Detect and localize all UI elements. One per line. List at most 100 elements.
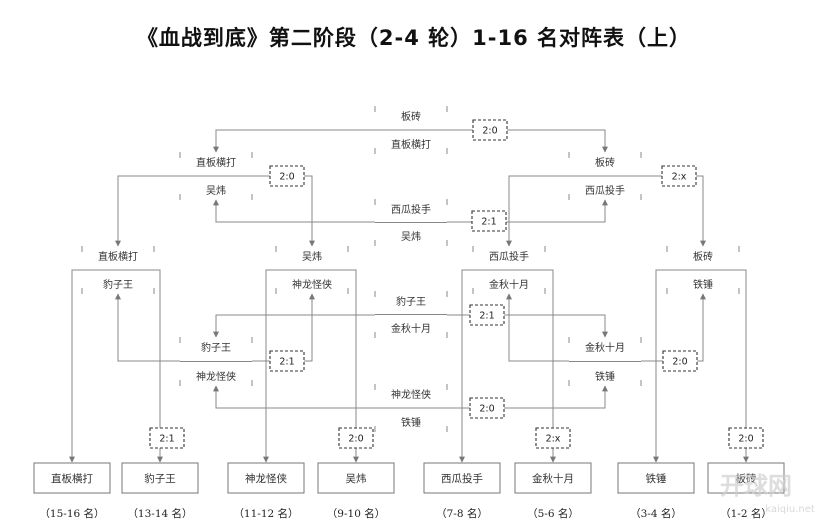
score-box [661, 165, 697, 187]
match-player-top: 直板横打 [196, 156, 236, 169]
placement-box [227, 462, 305, 494]
score-box [149, 427, 185, 449]
connector-arrow [459, 269, 473, 463]
connector-arrow [213, 314, 375, 338]
match-player-top: 西瓜投手 [391, 203, 431, 216]
connector-arrow [447, 199, 608, 223]
match-player-bottom: 吴炜 [401, 230, 421, 243]
match-player-bottom: 神龙怪侠 [196, 370, 236, 383]
score-label: 2:0 [672, 357, 687, 368]
connector-arrow [506, 175, 569, 247]
score-label: 2:x [546, 434, 561, 445]
placement-box [121, 462, 199, 494]
match-player-bottom: 吴炜 [206, 184, 226, 197]
score-box [471, 210, 507, 232]
score-label: 2:0 [279, 172, 294, 183]
match-frame [374, 291, 448, 338]
placement-player: 金秋十月 [532, 472, 574, 485]
score-label: 2:1 [479, 311, 494, 322]
match-player-bottom: 铁锤 [401, 416, 421, 429]
placement-rank: （9-10 名） [327, 507, 385, 520]
connector-arrow [263, 269, 276, 463]
match-player-top: 吴炜 [302, 250, 322, 263]
match-player-top: 西瓜投手 [489, 250, 529, 263]
match-player-top: 金秋十月 [585, 341, 625, 354]
match-player-bottom: 直板横打 [391, 138, 431, 151]
score-box [469, 304, 505, 326]
score-box [728, 427, 764, 449]
connector-arrow [213, 385, 375, 409]
connector-arrow [213, 199, 375, 223]
placement-player: 板砖 [736, 472, 757, 485]
placement-rank: （5-6 名） [527, 507, 579, 520]
watermark-logo: 开球网 [720, 472, 792, 500]
match-frame [568, 337, 642, 386]
placement-rank: （15-16 名） [39, 507, 104, 520]
placement-box [707, 462, 785, 494]
score-box [469, 397, 505, 419]
placement-box [514, 462, 592, 494]
match-player-bottom: 金秋十月 [489, 278, 529, 291]
match-player-bottom: 豹子王 [103, 278, 133, 291]
match-frame [179, 152, 253, 200]
score-box [269, 165, 305, 187]
placement-player: 铁锤 [646, 472, 667, 485]
connector-arrow [69, 269, 82, 463]
connector-arrow [739, 269, 749, 463]
placement-box [617, 462, 695, 494]
placement-box [317, 462, 395, 494]
score-label: 2:1 [159, 434, 174, 445]
watermark-url: kaiqiu.net [765, 504, 815, 515]
placement-player: 豹子王 [144, 472, 176, 485]
match-player-bottom: 西瓜投手 [585, 184, 625, 197]
match-frame [472, 246, 546, 294]
score-label: 2:0 [348, 434, 363, 445]
match-frame [275, 246, 349, 294]
match-player-top: 豹子王 [201, 341, 231, 354]
placement-rank: （7-8 名） [436, 507, 488, 520]
placement-rank: （3-4 名） [630, 507, 682, 520]
score-box [338, 427, 374, 449]
match-player-top: 神龙怪侠 [391, 388, 431, 401]
match-frame [374, 199, 448, 246]
connector-arrow [653, 269, 667, 463]
placement-player: 直板横打 [51, 472, 93, 485]
placement-player: 神龙怪侠 [245, 472, 287, 485]
connector-arrow [506, 293, 569, 362]
score-box [662, 350, 698, 372]
score-label: 2:1 [481, 217, 496, 228]
match-frame [81, 246, 155, 294]
score-box [535, 427, 571, 449]
match-player-bottom: 铁锤 [595, 370, 615, 383]
score-box [472, 119, 508, 141]
placement-rank: （1-2 名） [720, 507, 772, 520]
connector-arrow [115, 175, 180, 247]
connector-arrow [115, 293, 180, 362]
score-box [269, 350, 305, 372]
connector-arrow [154, 269, 163, 463]
page-title: 《血战到底》第二阶段（2-4 轮）1-16 名对阵表（上） [136, 26, 692, 50]
score-label: 2:0 [479, 404, 494, 415]
placement-rank: （13-14 名） [127, 507, 192, 520]
placement-box [423, 462, 501, 494]
connector-arrow [348, 269, 359, 463]
score-label: 2:x [672, 172, 687, 183]
match-frame [666, 246, 740, 294]
match-player-top: 板砖 [401, 110, 421, 123]
connector-arrow [447, 129, 608, 153]
placement-rank: （11-12 名） [233, 507, 298, 520]
score-label: 2:0 [482, 126, 497, 137]
match-frame [568, 152, 642, 200]
placement-player: 西瓜投手 [441, 472, 483, 485]
connector-arrow [213, 129, 375, 153]
score-label: 2:1 [279, 357, 294, 368]
match-player-top: 板砖 [693, 250, 713, 263]
match-frame [179, 337, 253, 386]
placement-box [33, 462, 111, 494]
match-frame [374, 106, 448, 154]
placement-player: 吴炜 [346, 472, 367, 485]
connector-arrow [641, 293, 706, 362]
score-label: 2:0 [738, 434, 753, 445]
match-player-bottom: 金秋十月 [391, 322, 431, 335]
